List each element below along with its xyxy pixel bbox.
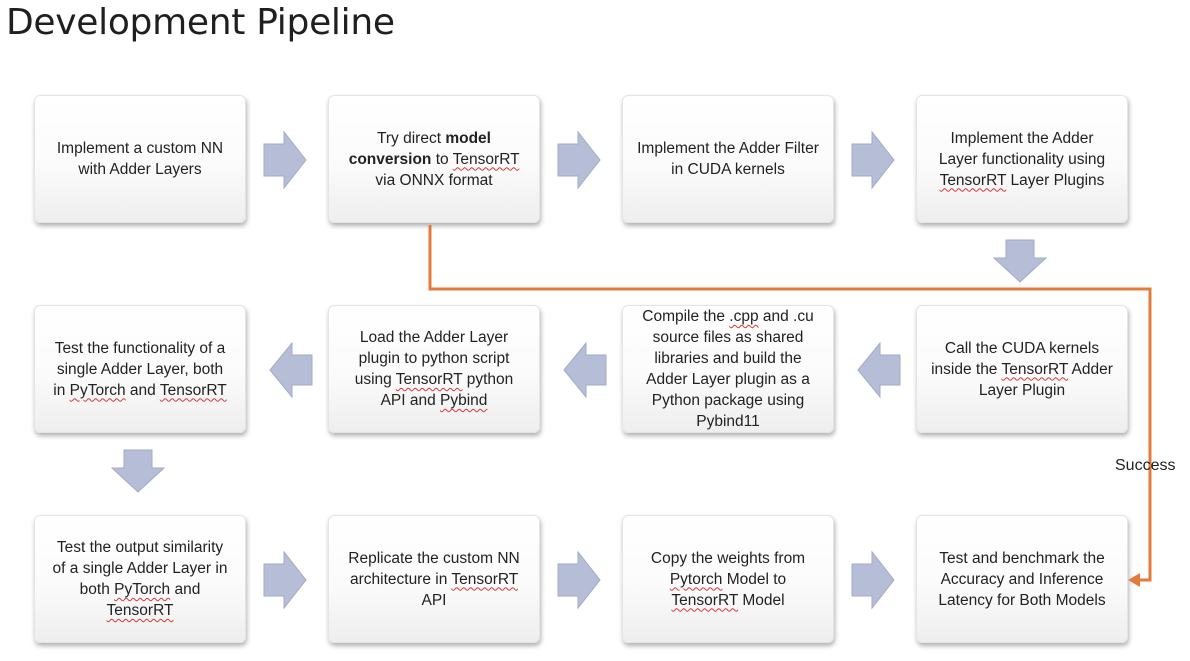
arrow-down-icon bbox=[992, 239, 1048, 283]
step-text: Implement the Adder Layer functionality … bbox=[938, 129, 1106, 189]
step-test-and-benchmark: Test and benchmark the Accuracy and Infe… bbox=[916, 515, 1128, 643]
arrow-right-icon bbox=[263, 550, 307, 610]
step-replicate-architecture: Replicate the custom NN architecture in … bbox=[328, 515, 540, 643]
step-text: Test and benchmark the Accuracy and Infe… bbox=[938, 549, 1106, 609]
step-compile-plugin: Compile the .cpp and .cu source files as… bbox=[622, 305, 834, 433]
step-copy-weights: Copy the weights from Pytorch Model to T… bbox=[622, 515, 834, 643]
step-direct-model-conversion: Try direct model conversion to TensorRT … bbox=[328, 95, 540, 223]
step-text: Test the functionality of a single Adder… bbox=[53, 339, 227, 399]
arrow-down-icon bbox=[110, 449, 166, 493]
arrow-right-icon bbox=[851, 550, 895, 610]
arrow-left-icon bbox=[269, 341, 313, 399]
arrow-right-icon bbox=[557, 550, 601, 610]
page-title: Development Pipeline bbox=[6, 2, 395, 43]
arrow-right-icon bbox=[263, 130, 307, 190]
step-implement-adder-filter: Implement the Adder Filter in CUDA kerne… bbox=[622, 95, 834, 223]
step-text: Implement the Adder Filter in CUDA kerne… bbox=[637, 140, 819, 178]
step-text: Implement a custom NN with Adder Layers bbox=[56, 140, 224, 178]
step-test-output-similarity: Test the output similarity of a single A… bbox=[34, 515, 246, 643]
arrow-right-icon bbox=[851, 130, 895, 190]
arrow-right-icon bbox=[557, 130, 601, 190]
step-text: Copy the weights from Pytorch Model to T… bbox=[650, 549, 806, 609]
step-text: Replicate the custom NN architecture in … bbox=[348, 549, 520, 609]
success-arrowhead-icon bbox=[1128, 573, 1140, 587]
arrow-left-icon bbox=[563, 341, 607, 399]
step-text: Load the Adder Layer plugin to python sc… bbox=[354, 329, 514, 409]
step-test-single-layer-functionality: Test the functionality of a single Adder… bbox=[34, 305, 246, 433]
step-load-plugin: Load the Adder Layer plugin to python sc… bbox=[328, 305, 540, 433]
step-text: Call the CUDA kernels inside the TensorR… bbox=[931, 339, 1113, 399]
step-text: Test the output similarity of a single A… bbox=[52, 539, 228, 619]
step-call-cuda-kernels: Call the CUDA kernels inside the TensorR… bbox=[916, 305, 1128, 433]
step-implement-layer-plugins: Implement the Adder Layer functionality … bbox=[916, 95, 1128, 223]
success-label: Success bbox=[1115, 457, 1176, 474]
step-text: Try direct model conversion to TensorRT … bbox=[348, 129, 520, 189]
step-implement-custom-nn: Implement a custom NN with Adder Layers bbox=[34, 95, 246, 223]
arrow-left-icon bbox=[857, 341, 901, 399]
step-text: Compile the .cpp and .cu source files as… bbox=[642, 308, 814, 430]
